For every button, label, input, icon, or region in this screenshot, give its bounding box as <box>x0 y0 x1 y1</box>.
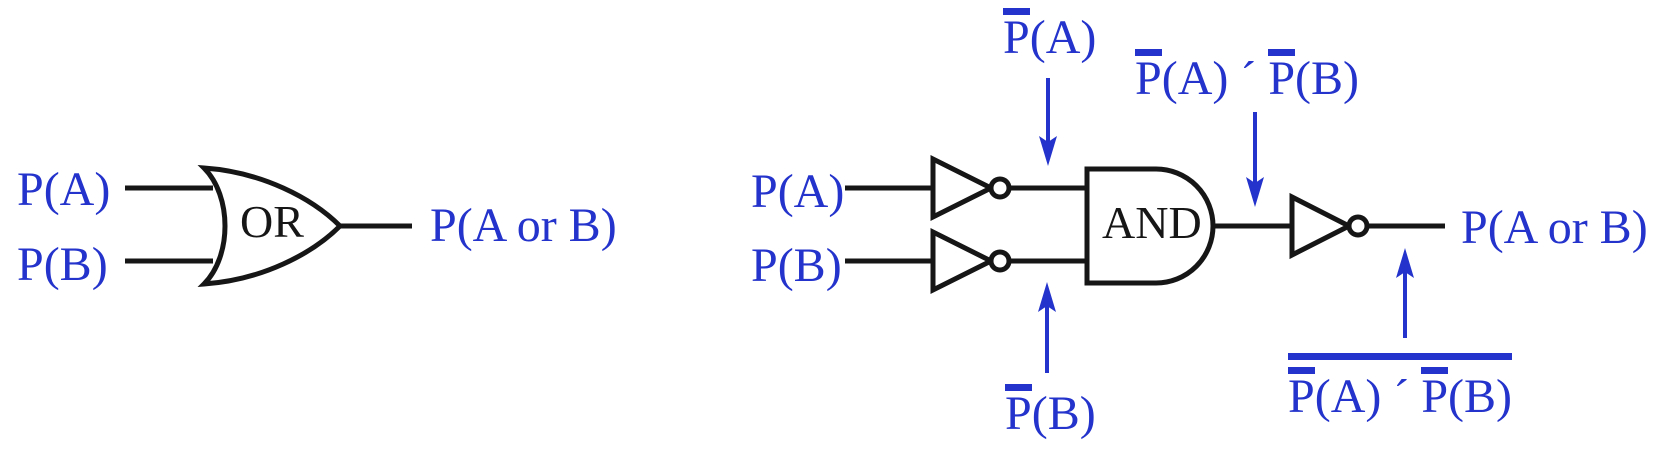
and-gate-label: AND <box>1102 197 1202 248</box>
product-times-op: ´ <box>1240 52 1257 105</box>
product-p2-barred: P <box>1268 49 1296 103</box>
product-annotation: P(A)´P(B) <box>1135 49 1360 105</box>
not-pb-rest: (B) <box>1031 387 1096 440</box>
arrow-up-double-icon <box>1396 248 1414 278</box>
demorgan-input-b-label: P(B) <box>751 239 842 292</box>
double-times-op: ´ <box>1393 370 1410 423</box>
not-gate-a-bubble <box>988 176 1012 200</box>
arrow-down-nota-icon <box>1039 136 1057 166</box>
double-negation-overbar: P(A)´P(B) <box>1288 353 1513 423</box>
double-negation-annotation: P(A)´P(B) <box>1288 353 1513 423</box>
or-input-a-label: P(A) <box>17 163 111 216</box>
or-output-label: P(A or B) <box>430 199 617 252</box>
product-p1-barred: P <box>1135 49 1162 103</box>
not-gate-a-icon <box>930 154 997 222</box>
demorgan-input-a-label: P(A) <box>751 165 845 218</box>
not-pa-barred: P <box>1003 8 1030 62</box>
demorgan-output-label: P(A or B) <box>1461 201 1648 254</box>
or-input-b-label: P(B) <box>17 238 108 291</box>
arrow-up-notb-icon <box>1038 282 1056 312</box>
or-gate-shape <box>197 165 344 287</box>
product-r1: (A) <box>1161 52 1229 105</box>
not-gate-b-icon <box>930 227 997 295</box>
double-p1-barred: P <box>1288 367 1315 421</box>
product-r2: (B) <box>1295 52 1360 105</box>
not-pb-barred: P <box>1005 384 1032 438</box>
not-pb-annotation: P(B) <box>1005 384 1096 440</box>
double-r2: (B) <box>1448 370 1513 423</box>
arrow-down-product-icon <box>1246 177 1264 207</box>
and-gate-shape <box>1084 166 1216 286</box>
not-gate-out-icon <box>1289 192 1355 260</box>
double-r1: (A) <box>1314 370 1382 423</box>
not-gate-out-bubble <box>1346 214 1370 238</box>
double-p2-barred: P <box>1421 367 1449 421</box>
or-gate-label: OR <box>240 196 304 247</box>
not-gate-b-bubble <box>988 249 1012 273</box>
not-pa-annotation: P(A) <box>1003 8 1097 64</box>
not-pa-rest: (A) <box>1029 11 1097 64</box>
